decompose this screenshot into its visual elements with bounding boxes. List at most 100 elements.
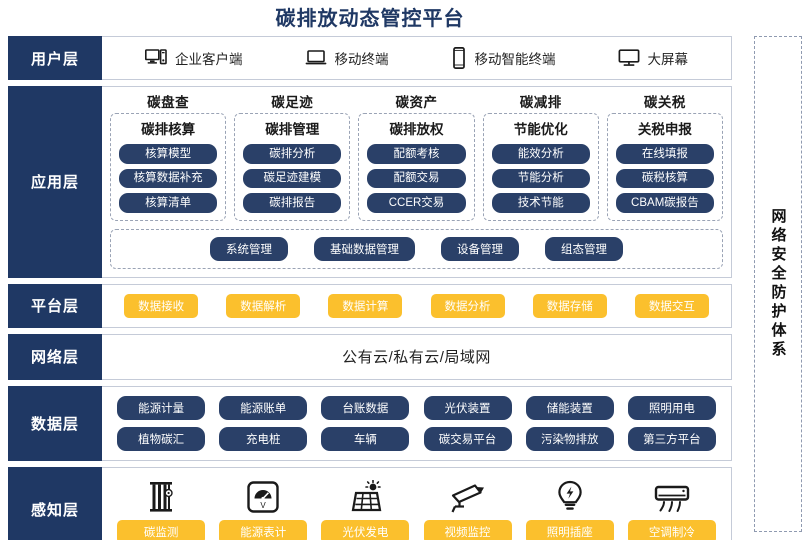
user-item-smart-mobile-terminal[interactable]: 移动智能终端	[451, 47, 556, 69]
sensing-chip[interactable]: 光伏发电	[321, 519, 410, 540]
app-chip[interactable]: CCER交易	[367, 193, 466, 213]
data-chip[interactable]: 充电桩	[219, 426, 308, 451]
data-chip[interactable]: 储能装置	[525, 395, 614, 420]
sensing-item-lighting-socket[interactable]: 照明插座	[522, 474, 618, 540]
platform-chip[interactable]: 数据交互	[634, 293, 709, 318]
solar-panel-icon	[347, 474, 383, 514]
layer-application-body: 碳盘查 碳排核算 核算模型 核算数据补充 核算清单 碳足迹 碳排管理 碳排分析	[102, 87, 731, 277]
platform-chip[interactable]: 数据分析	[430, 293, 505, 318]
app-group-box: 节能优化 能效分析 节能分析 技术节能	[482, 113, 599, 221]
sensing-chip[interactable]: 空调制冷	[627, 519, 716, 540]
user-item-label: 企业客户端	[175, 52, 243, 67]
data-chip-row-1: 能源计量 能源账单 台账数据 光伏装置 储能装置 照明用电	[110, 395, 723, 420]
layer-network: 网络层 公有云/私有云/局域网	[8, 333, 732, 380]
monitor-icon	[618, 49, 640, 67]
app-chip[interactable]: 碳税核算	[615, 168, 715, 189]
app-group-title: 节能优化	[513, 122, 568, 137]
app-column-title: 碳关税	[643, 95, 686, 110]
sensing-chip[interactable]: 视频监控	[423, 519, 512, 540]
cctv-camera-icon	[449, 474, 487, 514]
app-group-box: 关税申报 在线填报 碳税核算 CBAM碳报告	[606, 113, 724, 221]
app-chip[interactable]: CBAM碳报告	[615, 193, 715, 213]
app-chip[interactable]: 核算清单	[119, 193, 218, 213]
app-chip[interactable]: 碳足迹建模	[243, 168, 342, 189]
app-group-box: 碳排核算 核算模型 核算数据补充 核算清单	[110, 113, 227, 221]
layer-user-label: 用户层	[8, 36, 102, 80]
platform-chip[interactable]: 数据接收	[124, 293, 199, 318]
laptop-icon	[305, 49, 327, 67]
data-chip-row-2: 植物碳汇 充电桩 车辆 碳交易平台 污染物排放 第三方平台	[110, 426, 723, 451]
layer-data: 数据层 能源计量 能源账单 台账数据 光伏装置 储能装置 照明用电 植物碳汇 充…	[8, 385, 732, 461]
sensing-item-row: 碳监测 V 能源表计	[110, 474, 723, 540]
sensing-chip[interactable]: 碳监测	[117, 519, 206, 540]
app-chip[interactable]: 配额考核	[367, 144, 466, 164]
data-chip[interactable]: 能源计量	[117, 395, 206, 420]
sensing-chip[interactable]: 能源表计	[219, 519, 308, 540]
app-column-carbon-inventory: 碳盘查 碳排核算 核算模型 核算数据补充 核算清单	[110, 91, 227, 221]
platform-chip[interactable]: 数据存储	[532, 293, 607, 318]
layer-sensing-label: 感知层	[8, 466, 102, 540]
management-chip[interactable]: 系统管理	[210, 236, 288, 261]
data-chip[interactable]: 能源账单	[219, 395, 308, 420]
data-chip[interactable]: 车辆	[321, 426, 410, 451]
app-chip[interactable]: 核算模型	[119, 144, 218, 164]
layer-data-label: 数据层	[8, 385, 102, 461]
data-chip[interactable]: 照明用电	[627, 395, 716, 420]
data-chip[interactable]: 光伏装置	[423, 395, 512, 420]
user-item-mobile-terminal[interactable]: 移动终端	[305, 48, 389, 68]
layer-network-body: 公有云/私有云/局域网	[102, 335, 731, 379]
user-item-row: 企业客户端 移动终端	[110, 47, 723, 69]
network-security-label: 网络安全防护体系	[769, 208, 787, 360]
app-chip[interactable]: 节能分析	[491, 168, 590, 189]
app-chip[interactable]: 能效分析	[491, 144, 590, 164]
desktop-tower-icon	[145, 49, 167, 67]
layer-sensing-body: 碳监测 V 能源表计	[102, 468, 731, 540]
app-chip[interactable]: 核算数据补充	[119, 168, 218, 189]
layer-application: 应用层 碳盘查 碳排核算 核算模型 核算数据补充 核算清单 碳足迹	[8, 86, 732, 278]
sensing-item-solar-power[interactable]: 光伏发电	[317, 474, 413, 540]
app-chip[interactable]: 在线填报	[615, 144, 715, 164]
app-group-title: 碳排核算	[141, 122, 196, 137]
app-chip[interactable]: 技术节能	[491, 193, 590, 213]
management-chip[interactable]: 基础数据管理	[314, 236, 415, 261]
app-column-title: 碳减排	[519, 95, 562, 110]
energy-meter-icon: V	[246, 474, 280, 514]
app-column-title: 碳资产	[395, 95, 438, 110]
app-chip[interactable]: 碳排报告	[243, 193, 342, 213]
app-column-carbon-footprint: 碳足迹 碳排管理 碳排分析 碳足迹建模 碳排报告	[234, 91, 351, 221]
user-item-enterprise-client[interactable]: 企业客户端	[145, 48, 243, 68]
smartphone-icon	[451, 47, 467, 69]
layer-user: 用户层	[8, 36, 732, 80]
layer-network-label: 网络层	[8, 333, 102, 380]
platform-chip[interactable]: 数据解析	[226, 293, 301, 318]
layer-platform-label: 平台层	[8, 283, 102, 328]
layer-data-body: 能源计量 能源账单 台账数据 光伏装置 储能装置 照明用电 植物碳汇 充电桩 车…	[102, 387, 731, 460]
user-item-label: 移动智能终端	[474, 52, 556, 67]
app-chip[interactable]: 碳排分析	[243, 144, 342, 164]
data-chip[interactable]: 台账数据	[321, 395, 410, 420]
app-chip[interactable]: 配额交易	[367, 168, 466, 189]
app-group-box: 碳排管理 碳排分析 碳足迹建模 碳排报告	[234, 113, 351, 221]
app-group-title: 碳排放权	[389, 122, 444, 137]
sensing-item-carbon-monitor[interactable]: 碳监测	[113, 474, 209, 540]
platform-chip-row: 数据接收 数据解析 数据计算 数据分析 数据存储 数据交互	[110, 293, 723, 318]
layer-stack: 用户层	[8, 36, 732, 540]
sensing-item-energy-meter[interactable]: V 能源表计	[215, 474, 311, 540]
sensing-chip[interactable]: 照明插座	[525, 519, 614, 540]
sensing-item-air-conditioning[interactable]: 空调制冷	[624, 474, 720, 540]
platform-chip[interactable]: 数据计算	[328, 293, 403, 318]
app-group-title: 碳排管理	[265, 122, 320, 137]
management-chip[interactable]: 组态管理	[545, 236, 623, 261]
data-chip[interactable]: 第三方平台	[627, 426, 716, 451]
user-item-large-screen[interactable]: 大屏幕	[618, 48, 688, 68]
page-title: 碳排放动态管控平台	[275, 8, 465, 30]
data-chip[interactable]: 碳交易平台	[423, 426, 512, 451]
app-column-carbon-asset: 碳资产 碳排放权 配额考核 配额交易 CCER交易	[358, 91, 475, 221]
sensing-item-video-surveillance[interactable]: 视频监控	[420, 474, 516, 540]
app-column-title: 碳盘查	[147, 95, 190, 110]
data-chip[interactable]: 植物碳汇	[117, 426, 206, 451]
data-chip[interactable]: 污染物排放	[525, 426, 614, 451]
management-chip[interactable]: 设备管理	[441, 236, 519, 261]
layer-sensing: 感知层	[8, 466, 732, 540]
